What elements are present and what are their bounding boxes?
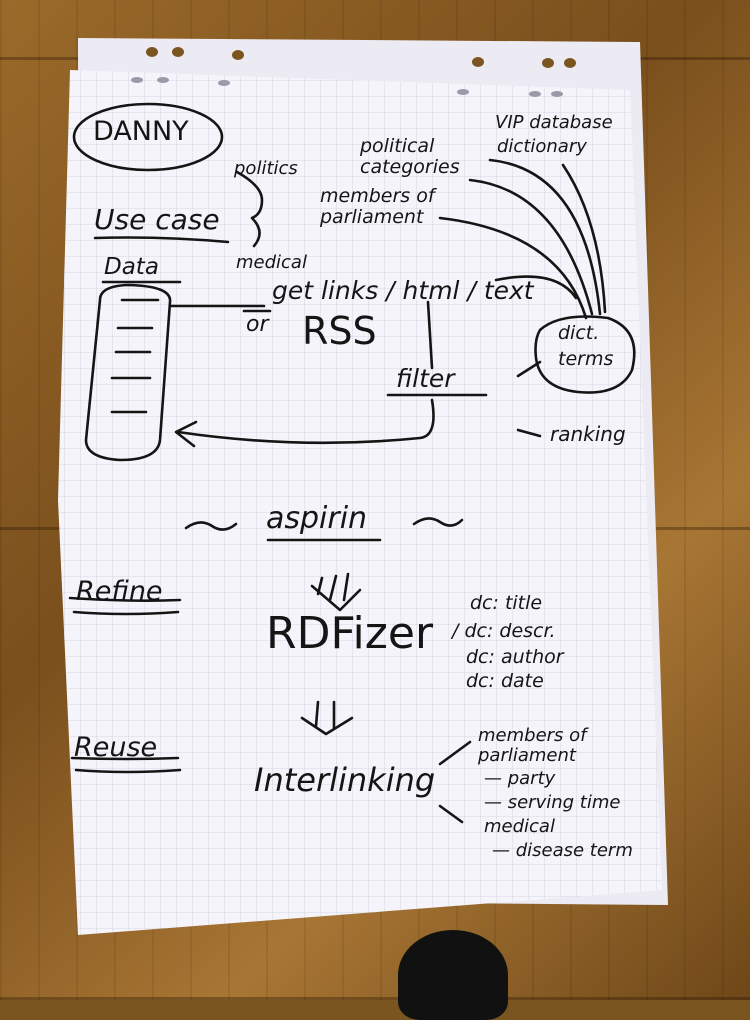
dict-label-1: dict. [558,322,600,344]
dictionary-label: dictionary [497,136,587,157]
refine-label: Refine [76,576,163,607]
medical-label: medical [236,252,307,273]
interlinking-label: Interlinking [254,761,436,799]
dict-label-2: terms [558,348,614,370]
party-label: — party [484,768,556,789]
vip-database-label: VIP database [495,112,613,133]
data-label: Data [104,254,159,280]
serving-time-label: — serving time [484,792,621,813]
use-case-label: Use case [94,203,220,236]
political-categories-label: political categories [360,135,460,178]
shoe [398,930,508,1020]
rss-label: RSS [302,309,377,353]
dc-author-label: dc: author [466,646,564,668]
reuse-label: Reuse [74,732,158,763]
members-parliament-label: members of parliament [320,185,435,228]
dc-title-label: dc: title [470,592,543,614]
ranking-label: ranking [550,422,626,446]
get-links-label: get links / html / text [272,276,534,305]
politics-label: politics [234,158,298,179]
name-label: DANNY [93,116,189,147]
medical-reuse-label: medical [484,816,555,837]
disease-term-label: — disease term [492,840,633,861]
rdfizer-label: RDFizer [266,608,434,659]
or-label: or [246,312,269,337]
dc-descr-label: / dc: descr. [452,620,556,642]
aspirin-label: aspirin [266,501,368,536]
filter-label: filter [396,364,455,393]
reuse-members-label: members of parliament [478,725,587,766]
dc-date-label: dc: date [466,670,544,692]
